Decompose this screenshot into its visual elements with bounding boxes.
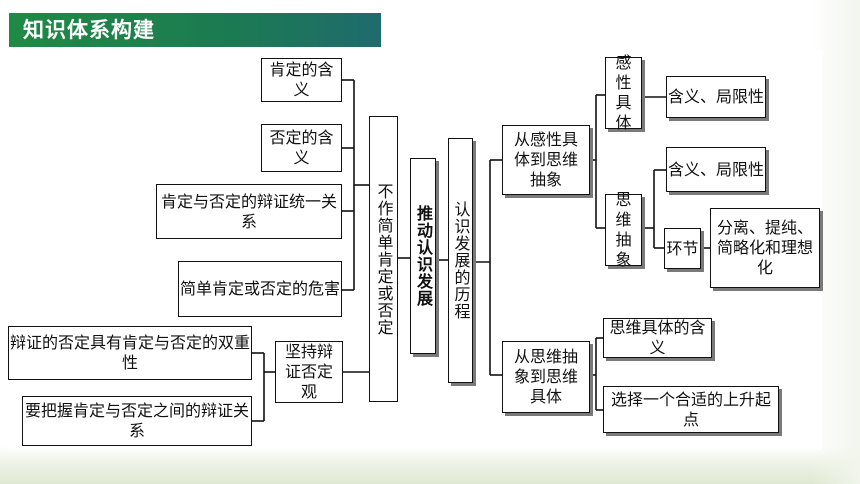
concrete-meaning-box: 思维具体的含义 <box>603 318 712 358</box>
thinking-abstract-box: 思维抽象 <box>605 190 642 269</box>
dual-nature-box: 辩证的否定具有肯定与否定的双重性 <box>8 326 252 380</box>
lower-branch-box: 从思维抽象到思维具体 <box>502 341 590 413</box>
negative-meaning-label: 否定的含义 <box>269 128 334 167</box>
course-label: 认识发展的历程 <box>451 201 471 320</box>
promote-label: 推动认识发展 <box>414 205 433 307</box>
positive-meaning-label: 肯定的含义 <box>269 60 334 99</box>
links-detail-label: 分离、提纯、简略化和理想化 <box>717 218 814 277</box>
adhere-view-label: 坚持辩证否定观 <box>284 342 333 401</box>
links-box: 环节 <box>664 228 701 269</box>
start-point-box: 选择一个合适的上升起点 <box>603 386 779 433</box>
perceptual-concrete-box: 感性具体 <box>605 53 642 132</box>
start-point-label: 选择一个合适的上升起点 <box>610 389 771 429</box>
course-column: 认识发展的历程 <box>448 138 473 383</box>
grasp-relation-box: 要把握肯定与否定之间的辩证关系 <box>22 396 252 446</box>
links-detail-box: 分离、提纯、简略化和理想化 <box>710 208 820 288</box>
not-simple-label: 不作简单肯定或否定 <box>374 182 394 336</box>
upper-branch-box: 从感性具体到思维抽象 <box>502 125 590 195</box>
not-simple-column: 不作简单肯定或否定 <box>369 116 398 402</box>
positive-meaning-box: 肯定的含义 <box>261 58 342 102</box>
dual-nature-label: 辩证的否定具有肯定与否定的双重性 <box>9 333 250 372</box>
abstract-detail-label: 含义、局限性 <box>667 159 764 179</box>
promote-column: 推动认识发展 <box>410 158 436 354</box>
links-label: 环节 <box>666 238 699 258</box>
dialectical-unity-box: 肯定与否定的辩证统一关系 <box>156 184 342 239</box>
dialectical-unity-label: 肯定与否定的辩证统一关系 <box>160 191 337 231</box>
slide-title: 知识体系构建 <box>23 18 155 42</box>
negative-meaning-box: 否定的含义 <box>261 124 342 172</box>
perceptual-detail-box: 含义、局限性 <box>666 76 766 118</box>
simple-harm-label: 简单肯定或否定的危害 <box>179 279 340 298</box>
concrete-meaning-label: 思维具体的含义 <box>609 318 706 357</box>
simple-harm-box: 简单肯定或否定的危害 <box>178 261 342 317</box>
grasp-relation-label: 要把握肯定与否定之间的辩证关系 <box>24 401 249 440</box>
perceptual-concrete-label: 感性具体 <box>615 53 632 132</box>
title-bar: 知识体系构建 <box>9 13 381 47</box>
adhere-view-box: 坚持辩证否定观 <box>275 341 343 403</box>
bottom-decoration <box>0 446 860 484</box>
upper-branch-label: 从感性具体到思维抽象 <box>513 130 578 189</box>
thinking-abstract-label: 思维抽象 <box>615 190 632 269</box>
lower-branch-label: 从思维抽象到思维具体 <box>513 347 578 406</box>
perceptual-detail-label: 含义、局限性 <box>667 87 764 106</box>
abstract-detail-box: 含义、局限性 <box>666 147 766 192</box>
